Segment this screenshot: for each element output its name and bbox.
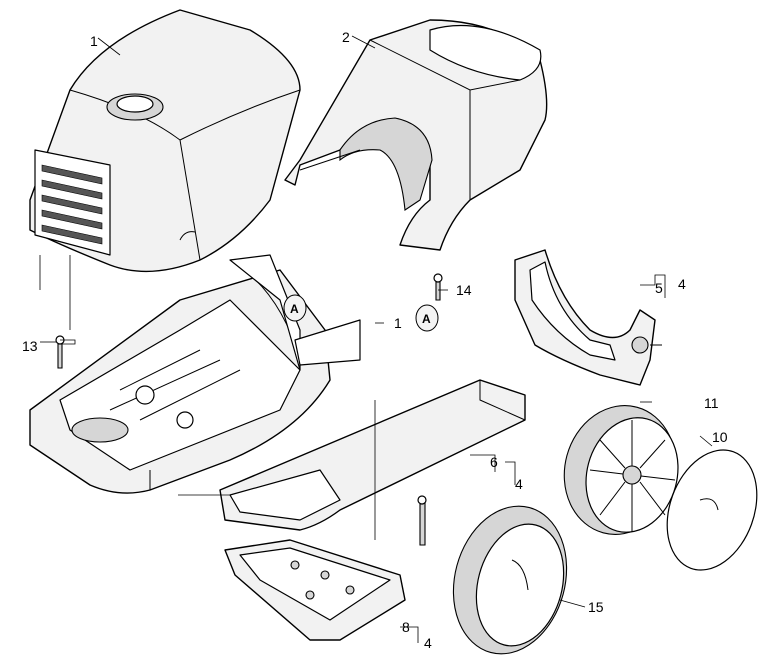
leader-lines [39,35,713,643]
callout-14: 14 [456,282,472,298]
marker-a-lower: A [415,304,439,332]
base-housing [29,254,361,494]
callout-1: 1 [90,33,98,49]
callout-13: 13 [22,338,38,354]
frame-handle [219,379,526,531]
callout-5: 5 [655,280,663,296]
callout-2: 2 [342,29,350,45]
callout-4c: 4 [424,635,432,651]
callout-6: 6 [490,454,498,470]
marker-a-lower-text: A [422,312,431,326]
marker-a-upper: A [283,294,307,322]
callout-4a: 4 [678,276,686,292]
lower-tray [224,539,406,641]
small-wheel [452,505,568,655]
callout-4b: 4 [515,476,523,492]
large-wheel [563,405,679,535]
callout-1b: 1 [394,315,402,331]
marker-a-upper-text: A [290,302,299,316]
wheel-bracket [514,249,662,386]
callout-15: 15 [588,599,604,615]
callout-10: 10 [712,429,728,445]
top-cover [29,9,301,273]
hub-cap [666,449,758,571]
callout-11: 11 [704,395,719,411]
callout-8: 8 [402,619,410,635]
rear-hood [284,19,548,251]
